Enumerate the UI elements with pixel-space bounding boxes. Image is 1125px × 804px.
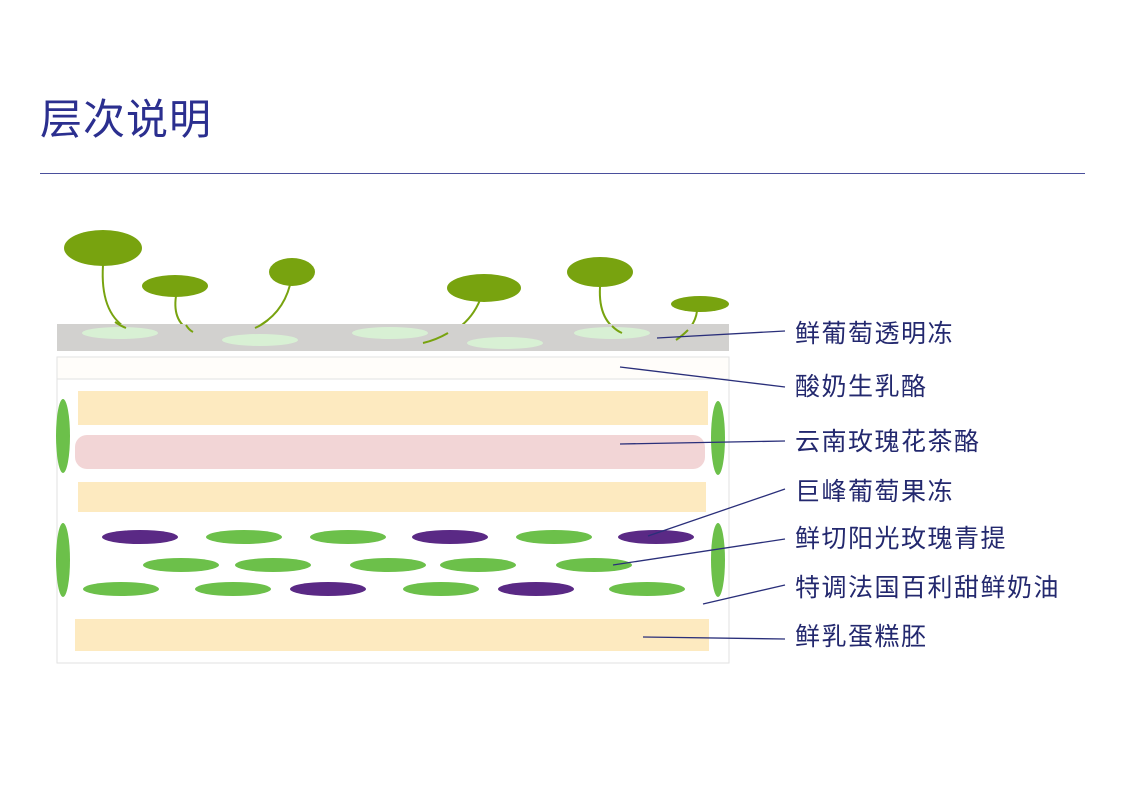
sponge-cake-band bbox=[75, 619, 709, 651]
label-cream: 特调法国百利甜鲜奶油 bbox=[795, 573, 1060, 602]
label-rose-tea-cheese: 云南玫瑰花茶酪 bbox=[795, 427, 981, 456]
green-grape bbox=[195, 582, 271, 596]
green-grape bbox=[235, 558, 311, 572]
leaf-sprig bbox=[64, 230, 142, 328]
green-grape bbox=[310, 530, 386, 544]
label-yogurt-cheese: 酸奶生乳酪 bbox=[795, 372, 928, 401]
leaf-sprig bbox=[255, 258, 315, 328]
label-sponge: 鲜乳蛋糕胚 bbox=[795, 622, 928, 651]
purple-grape bbox=[290, 582, 366, 596]
kyoho-jelly-band bbox=[78, 482, 706, 512]
purple-grape bbox=[102, 530, 178, 544]
green-grape bbox=[143, 558, 219, 572]
green-grape bbox=[516, 530, 592, 544]
purple-grape bbox=[498, 582, 574, 596]
label-kyoho-jelly: 巨峰葡萄果冻 bbox=[795, 477, 954, 506]
green-grape bbox=[206, 530, 282, 544]
green-grape bbox=[440, 558, 516, 572]
green-grape bbox=[556, 558, 632, 572]
rose-tea-cheese-band bbox=[75, 435, 705, 469]
purple-grape bbox=[618, 530, 694, 544]
green-grape bbox=[609, 582, 685, 596]
cream-band-1 bbox=[78, 391, 708, 425]
purple-grape bbox=[412, 530, 488, 544]
leaf-sprig bbox=[567, 257, 633, 333]
green-grape bbox=[83, 582, 159, 596]
label-grape-jelly: 鲜葡萄透明冻 bbox=[795, 319, 954, 348]
leaf-sprig bbox=[142, 275, 208, 332]
green-grape bbox=[350, 558, 426, 572]
layer-labels: 鲜葡萄透明冻 酸奶生乳酪 云南玫瑰花茶酪 巨峰葡萄果冻 鲜切阳光玫瑰青提 特调法… bbox=[795, 319, 1060, 651]
label-shine-muscat: 鲜切阳光玫瑰青提 bbox=[795, 524, 1007, 553]
green-grape bbox=[403, 582, 479, 596]
